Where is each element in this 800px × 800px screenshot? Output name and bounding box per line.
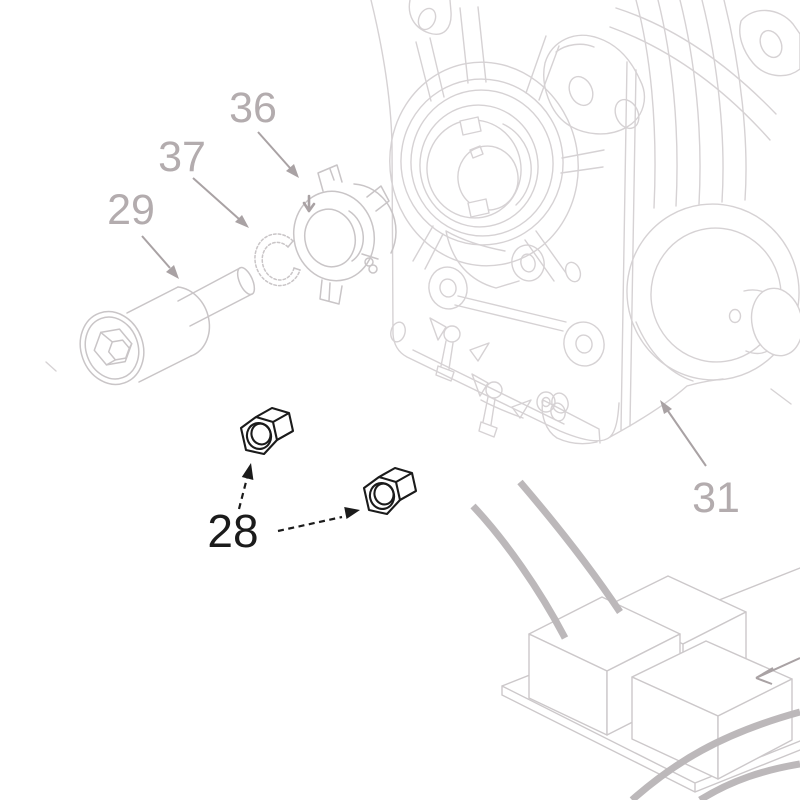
callout-arrow-37 <box>192 177 249 228</box>
socket-head-cap-screw-drawing <box>79 266 256 386</box>
wires <box>470 479 800 800</box>
terminal-board-drawing <box>470 479 800 800</box>
callout-arrow-31 <box>660 400 707 467</box>
keyway-notch-top <box>459 116 482 136</box>
hex-nut-2 <box>362 466 418 516</box>
wire-bottom-2 <box>698 760 800 800</box>
part-label-37: 37 <box>158 133 206 181</box>
callout-arrow-28b <box>277 507 360 533</box>
retaining-ring-drawing <box>254 233 301 287</box>
part-label-29: 29 <box>107 186 155 234</box>
cooling-fins <box>609 0 777 209</box>
part-label-31: 31 <box>692 474 740 522</box>
clamp-collar-drawing <box>292 164 397 305</box>
orientation-arrow-glyph <box>302 194 316 213</box>
keyway-notch-bottom <box>467 198 490 218</box>
flange-hole <box>417 7 437 31</box>
part-label-28: 28 <box>207 505 258 557</box>
board-pointer-arrow <box>755 657 800 685</box>
callout-arrow-36 <box>257 131 299 178</box>
fastener-cluster <box>428 230 605 445</box>
output-shaft-boss <box>626 203 800 382</box>
hex-socket <box>93 328 133 366</box>
flange-ribs <box>412 6 605 282</box>
gearbox-housing-drawing <box>45 0 800 445</box>
hex-nut-1 <box>239 406 295 456</box>
mounting-lug-corner <box>739 9 800 77</box>
stray-tick <box>45 361 57 372</box>
wire-bottom-1 <box>629 708 800 800</box>
wire-left <box>470 503 569 640</box>
part-label-36: 36 <box>229 84 277 132</box>
callout-arrow-29 <box>141 235 179 279</box>
callout-arrow-28a <box>237 463 254 510</box>
wire-right <box>517 479 623 614</box>
mounting-lug-top <box>543 34 646 135</box>
